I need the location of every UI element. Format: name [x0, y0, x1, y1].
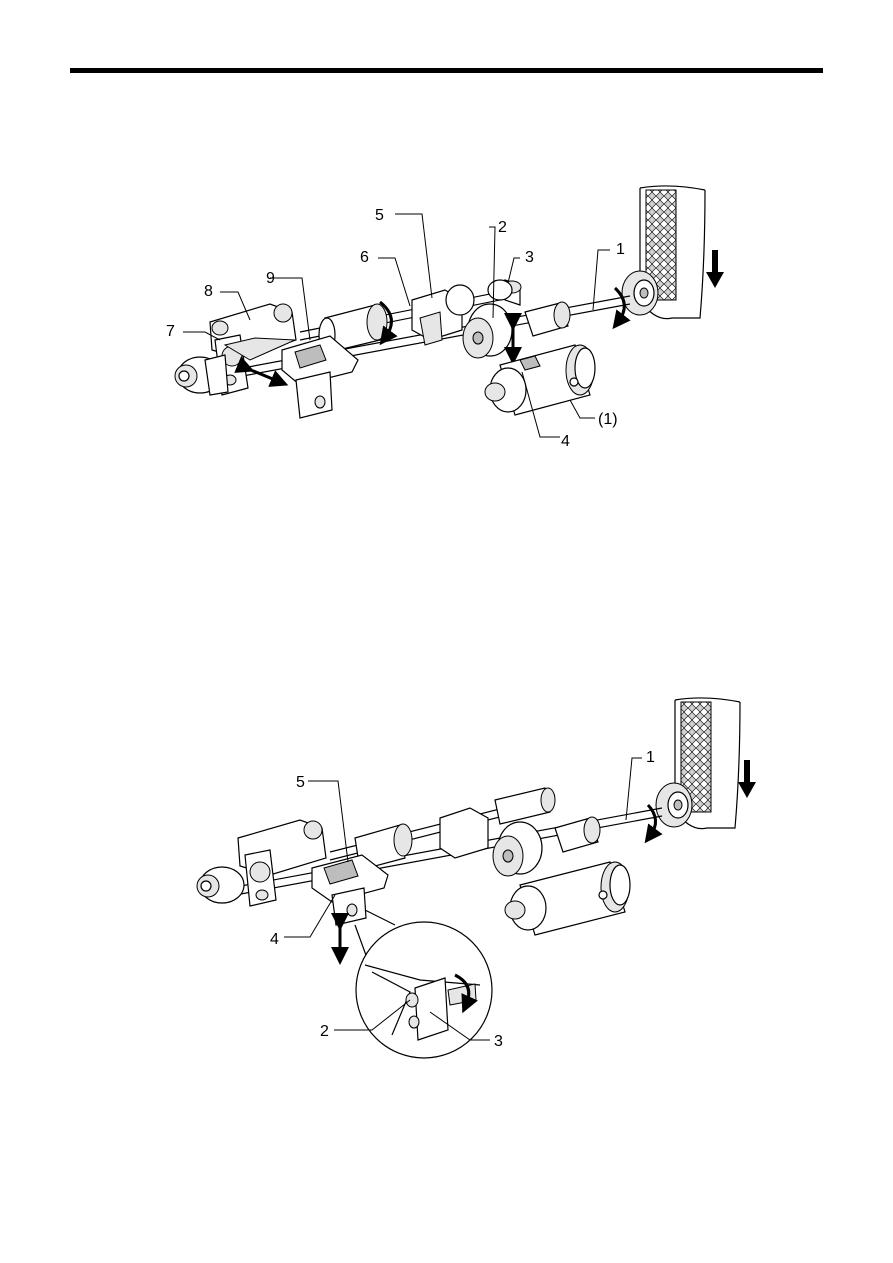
callout-motor: (1) — [598, 411, 618, 428]
callout-8: 8 — [204, 283, 213, 300]
callout-5: 5 — [375, 207, 384, 224]
callout-6: 6 — [360, 249, 369, 266]
callout-5: 5 — [296, 774, 305, 791]
callout-9: 9 — [266, 270, 275, 287]
callout-1: 1 — [646, 749, 655, 766]
eccentric-cam — [493, 822, 542, 876]
callout-3: 3 — [494, 1033, 503, 1050]
top-figure: 5 2 3 1 6 9 8 7 (1) 4 — [166, 186, 724, 450]
detail-magnifier — [355, 910, 492, 1058]
belt-direction-arrow — [738, 760, 756, 798]
end-knob — [175, 355, 228, 395]
callout-4: 4 — [270, 931, 279, 948]
pulley — [656, 783, 692, 827]
shaft-collar — [555, 817, 600, 852]
pulley — [622, 271, 658, 315]
end-knob — [197, 867, 244, 903]
callout-3: 3 — [525, 249, 534, 266]
left-housing — [238, 820, 326, 906]
callout-2: 2 — [498, 219, 507, 236]
callout-4: 4 — [561, 433, 570, 450]
callout-7: 7 — [166, 323, 175, 340]
belt-direction-arrow — [706, 250, 724, 288]
callout-1: 1 — [616, 241, 625, 258]
stepping-motor — [485, 345, 595, 415]
bottom-figure: 5 1 4 2 3 — [197, 698, 756, 1058]
shaft-collar — [525, 302, 570, 336]
callout-2: 2 — [320, 1023, 329, 1040]
